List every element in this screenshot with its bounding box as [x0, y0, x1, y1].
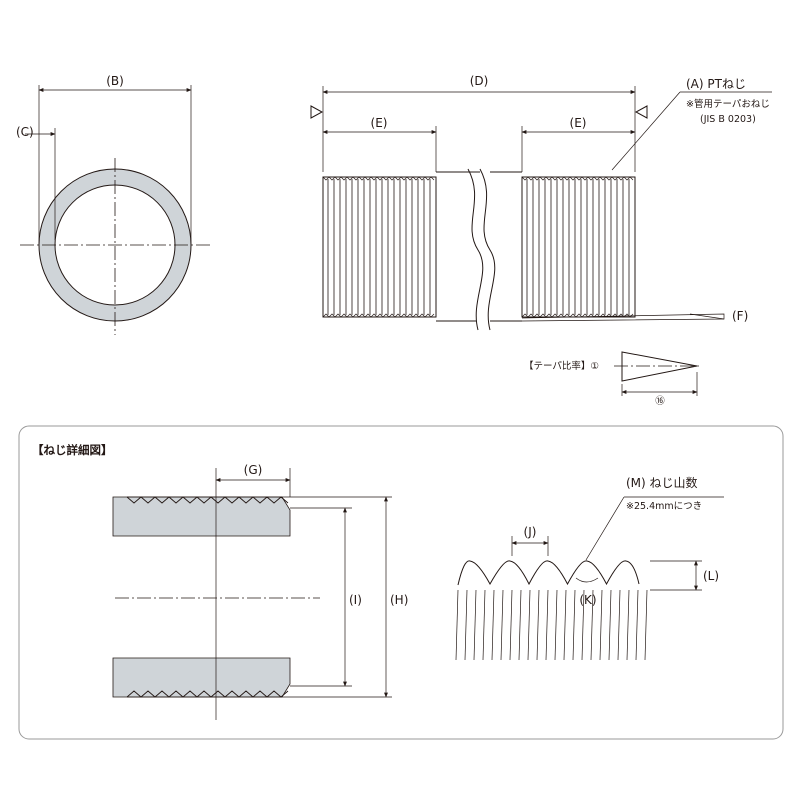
profile-lines — [455, 589, 648, 661]
label-d: (D) — [470, 74, 489, 88]
label-h: (H) — [390, 593, 408, 607]
profile-line — [608, 589, 612, 661]
profile-line — [617, 589, 621, 661]
label-e-left: (E) — [371, 116, 388, 130]
label-m: (M) ねじ山数 — [626, 475, 698, 490]
profile-line — [500, 589, 504, 661]
thread-profile-detail: (J) (K) (L) (M) ねじ山数 ※25.4mmにつき — [455, 475, 724, 661]
profile-line — [599, 589, 603, 661]
label-a-note1: ※管用テーパおねじ — [686, 98, 770, 110]
label-g: (G) — [244, 463, 263, 477]
label-c: (C) — [16, 125, 34, 139]
label-e-right: (E) — [570, 116, 587, 130]
profile-line — [455, 589, 459, 661]
profile-line — [635, 589, 639, 661]
profile-line — [491, 589, 495, 661]
profile-line — [626, 589, 630, 661]
tooth-edge — [126, 690, 289, 698]
label-k: (K) — [579, 593, 596, 607]
end-view: (B) (C) — [16, 74, 210, 335]
profile-line — [554, 589, 558, 661]
profile-line — [644, 589, 648, 661]
label-l: (L) — [703, 569, 719, 583]
thread-section-detail: (G) (I) (H) — [112, 463, 408, 720]
profile-line — [464, 589, 468, 661]
taper-mark-right — [634, 105, 648, 119]
profile-line — [590, 589, 594, 661]
thread-crest-bottom — [322, 313, 435, 318]
thread-crest-top — [521, 176, 634, 181]
side-view: (D) (E) (E) (A) PTねじ ※管用テーパおねじ (JIS B 02… — [310, 74, 772, 407]
label-i: (I) — [349, 593, 362, 607]
profile-line — [536, 589, 540, 661]
taper-mark-left — [310, 105, 324, 119]
detail-title: 【ねじ詳細図】 — [32, 443, 113, 457]
label-j: (J) — [524, 525, 537, 539]
label-a-note2: (JIS B 0203) — [700, 114, 756, 125]
right-thread-lines — [521, 176, 634, 318]
profile-line — [518, 589, 522, 661]
bottom-teeth — [126, 690, 290, 698]
top-teeth — [126, 496, 290, 504]
label-b: (B) — [106, 74, 124, 88]
profile-line — [572, 589, 576, 661]
thread-crest-bottom — [521, 313, 634, 318]
thread-crest-top — [322, 176, 435, 181]
taper-ratio-label: 【テーパ比率】① — [524, 360, 599, 372]
profile-line — [563, 589, 567, 661]
profile-line — [509, 589, 513, 661]
tooth-edge — [126, 496, 289, 504]
label-a: (A) PTねじ — [686, 77, 746, 91]
detail-panel — [18, 425, 784, 740]
profile-line — [527, 589, 531, 661]
profile-line — [545, 589, 549, 661]
label-m-note: ※25.4mmにつき — [626, 501, 702, 512]
taper-16-label: ⑯ — [655, 396, 665, 407]
profile-line — [473, 589, 477, 661]
label-f: (F) — [732, 309, 748, 323]
profile-line — [482, 589, 486, 661]
profile-line — [581, 589, 585, 661]
left-thread-lines — [322, 176, 435, 318]
